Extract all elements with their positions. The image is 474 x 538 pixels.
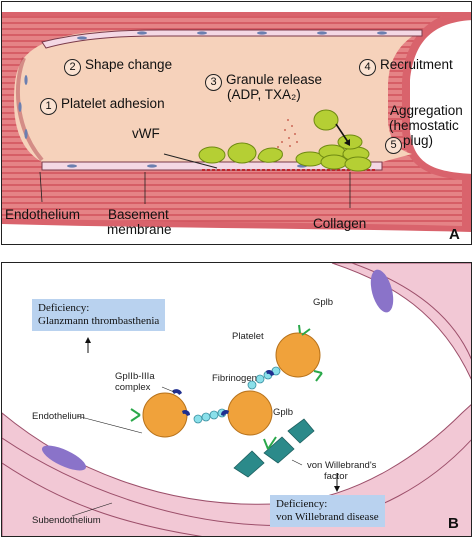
step-3-sub: (ADP, TXA₂) xyxy=(227,87,301,102)
vwf-label-b: von Willebrand's xyxy=(307,460,377,471)
platelet xyxy=(142,392,188,438)
step-4-number: 4 xyxy=(359,59,376,76)
panel-b: Deficiency: Glanzmann thrombasthenia Def… xyxy=(1,262,472,537)
step-2-number: 2 xyxy=(64,59,81,76)
gpib-mid-label: Gplb xyxy=(273,407,294,418)
vwf-block xyxy=(263,436,295,464)
gpiib-label: GpIIb-IIIa xyxy=(115,371,155,382)
step-3-number: 3 xyxy=(205,74,222,91)
endothelium-label: Endothelium xyxy=(5,207,81,222)
endothelium-label-b: Endothelium xyxy=(32,411,85,422)
deficiency-title: Deficiency: xyxy=(38,302,90,314)
vwf-block xyxy=(287,418,315,444)
deficiency-disease: von Willebrand disease xyxy=(276,511,379,523)
basement-label: Basement xyxy=(108,207,169,222)
vessel-diagram-a xyxy=(2,12,471,232)
endothelium-top xyxy=(41,29,423,49)
platelet xyxy=(320,154,348,170)
nucleus xyxy=(41,445,87,471)
vessel-lumen xyxy=(14,30,422,163)
platelet xyxy=(227,142,257,164)
step-5-sub2: plug) xyxy=(403,133,434,148)
platelet-label: Platelet xyxy=(232,331,264,342)
collagen-label: Collagen xyxy=(313,216,367,231)
vwf-factor-label: factor xyxy=(324,471,348,482)
vwf-block xyxy=(233,450,265,478)
deficiency-box-vwd: Deficiency: von Willebrand disease xyxy=(270,495,385,527)
deficiency-title: Deficiency: xyxy=(276,498,328,510)
gpib-top-label: Gplb xyxy=(313,297,334,308)
vessel-wall-right xyxy=(331,263,471,380)
platelet xyxy=(227,390,273,436)
gpiib-complex-label: complex xyxy=(115,382,151,393)
panel-a-letter: A xyxy=(449,226,460,243)
nucleus xyxy=(370,269,394,313)
step-5-label: Aggregation xyxy=(390,103,463,118)
platelet xyxy=(257,147,283,163)
step-5-number-wrap: 5 xyxy=(385,135,406,154)
step-5-number: 5 xyxy=(385,137,402,154)
subendothelium-label: Subendothelium xyxy=(32,515,101,526)
membrane-label: membrane xyxy=(107,222,172,237)
platelet xyxy=(275,332,321,378)
platelet xyxy=(198,146,226,164)
step-1-number: 1 xyxy=(40,98,57,115)
platelet xyxy=(344,156,372,172)
step-5-sub: (hemostatic xyxy=(389,118,459,133)
deficiency-disease: Glanzmann thrombasthenia xyxy=(38,315,160,327)
fibrinogen-label: Fibrinogen xyxy=(212,373,257,384)
vwf-label: vWF xyxy=(132,126,160,141)
platelet xyxy=(313,109,339,131)
deficiency-box-glanzmann: Deficiency: Glanzmann thrombasthenia xyxy=(32,299,166,331)
panel-b-letter: B xyxy=(448,515,459,532)
